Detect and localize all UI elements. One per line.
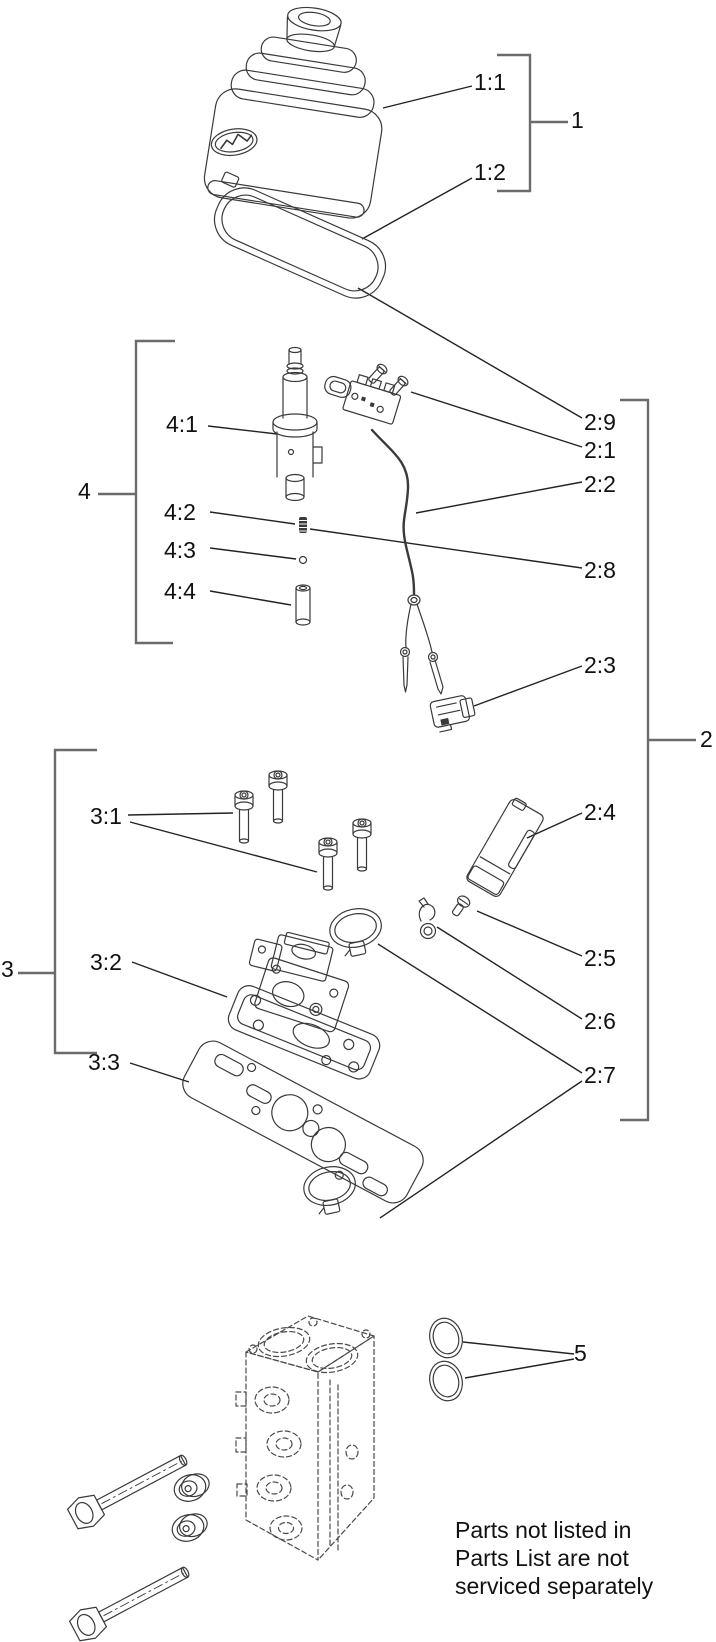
cable-tie-bottom-drawing (303, 1166, 356, 1215)
leader-lines (127, 85, 583, 1379)
callout-3-1: 3:1 (90, 803, 122, 829)
callout-2-2: 2:2 (584, 471, 616, 497)
solenoid-valve-drawing (272, 346, 323, 502)
bracket-group-4 (98, 339, 175, 645)
valve-assembly-drawing (227, 931, 381, 1080)
mount-bolt-lower-drawing (68, 1566, 190, 1642)
boot-gasket-drawing (213, 171, 387, 299)
callout-4-3: 4:3 (164, 537, 196, 563)
switch-screws-drawing (368, 363, 409, 396)
callout-group-2: 2 (700, 726, 713, 752)
connector-2-3-drawing (429, 695, 476, 733)
callout-2-3: 2:3 (584, 652, 616, 678)
plug-upper-drawing (173, 1473, 210, 1502)
joystick-boot-drawing (203, 6, 383, 219)
cable-tie-top-drawing (329, 908, 382, 957)
o-ring-bottom-drawing (429, 1360, 463, 1402)
o-ring-top-drawing (429, 1317, 463, 1359)
plug-lower-drawing (171, 1513, 208, 1542)
mount-bolt-upper-drawing (66, 1454, 188, 1530)
service-note-line-2: Parts List are not (455, 1545, 629, 1571)
clamp-2-6-drawing (418, 897, 437, 940)
callout-2-7: 2:7 (584, 1062, 616, 1088)
callout-4-4: 4:4 (164, 578, 196, 604)
connector-2-4-drawing (466, 797, 544, 897)
micro-switch-drawing (324, 374, 402, 425)
callout-group-4: 4 (78, 478, 91, 504)
callout-group-1: 1 (571, 107, 584, 133)
bracket-group-2 (620, 398, 696, 1122)
wire-harness-drawing (370, 428, 444, 695)
service-note-line-3: serviced separately (455, 1573, 654, 1599)
callout-group-5: 5 (574, 1340, 587, 1366)
callout-2-4: 2:4 (584, 799, 616, 825)
callout-2-5: 2:5 (584, 945, 616, 971)
callout-2-6: 2:6 (584, 1008, 616, 1034)
toro-logo-icon (210, 128, 258, 157)
base-gasket-drawing (182, 1040, 424, 1204)
callout-4-2: 4:2 (164, 499, 196, 525)
manifold-block-drawing (235, 1315, 375, 1561)
callout-2-8: 2:8 (584, 557, 616, 583)
callout-4-1: 4:1 (166, 411, 198, 437)
callout-1-1: 1:1 (474, 69, 506, 95)
mounting-screws-drawing (234, 770, 372, 891)
callout-1-2: 1:2 (474, 159, 506, 185)
service-note-line-1: Parts not listed in (455, 1517, 632, 1543)
ball-drawing (298, 555, 308, 565)
callout-2-1: 2:1 (584, 437, 616, 463)
pin-drawing (295, 584, 311, 626)
callout-3-2: 3:2 (90, 949, 122, 975)
spring-drawing (299, 517, 307, 533)
bracket-group-1 (497, 53, 568, 193)
callout-2-9: 2:9 (584, 409, 616, 435)
service-note: Parts not listed in Parts List are not s… (455, 1516, 653, 1600)
screw-2-5-drawing (451, 895, 471, 917)
callout-group-3: 3 (1, 956, 14, 982)
bracket-group-3 (18, 748, 97, 1055)
callout-3-3: 3:3 (88, 1049, 120, 1075)
